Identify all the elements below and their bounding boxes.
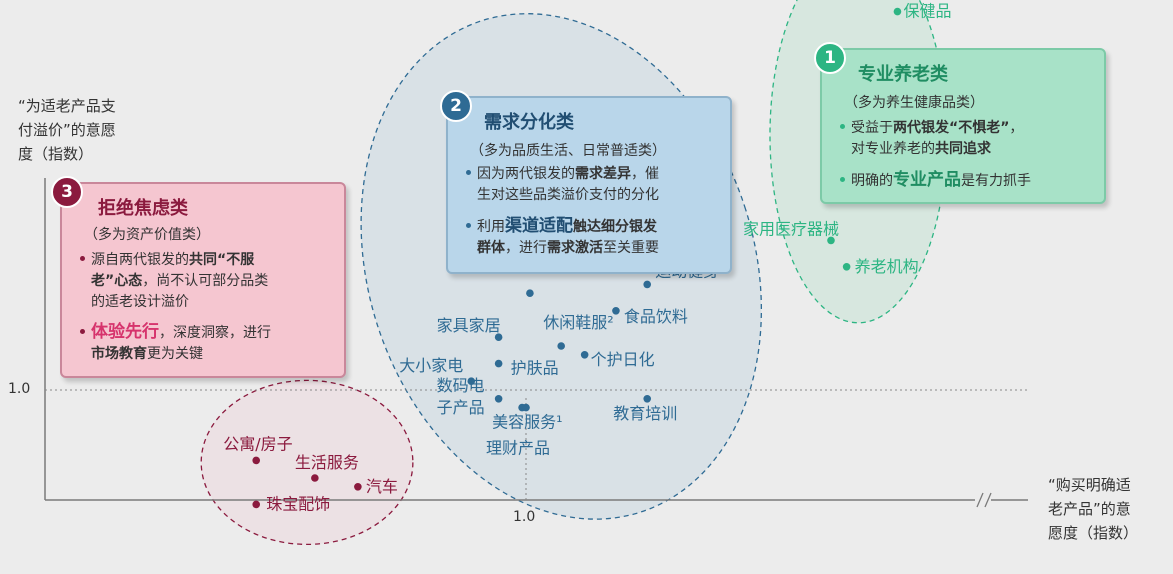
text: 利用 — [477, 219, 505, 235]
text: 的适老设计溢价 — [91, 294, 189, 310]
point-label: 食品饮料 — [624, 307, 688, 326]
point-公寓/房子 — [252, 456, 261, 465]
panel-demand-split-bullet-1: 因为两代银发的需求差异，催 生对这些品类溢价支付的分化 — [466, 164, 659, 206]
point-label: 公寓/房子 — [223, 434, 292, 453]
text: 共同“不服 — [189, 252, 255, 268]
point-label: 个护日化 — [591, 350, 655, 369]
point-label: 理财产品 — [486, 439, 550, 458]
point-label: 保健品 — [903, 2, 951, 21]
panel-refuse-anxiety: 拒绝焦虑类 （多为资产价值类） 源自两代银发的共同“不服 老”心态，尚不认可部分… — [60, 182, 346, 378]
text: 市场教育 — [91, 346, 147, 362]
point-运动健身³ — [643, 280, 652, 289]
text: 生对这些品类溢价支付的分化 — [477, 187, 659, 203]
text: 需求激活 — [547, 240, 603, 256]
bullet-dot — [80, 255, 85, 261]
panel-professional-elderly-subtitle: （多为养生健康品类） — [844, 95, 984, 111]
x-axis-title: “购买明确适 老产品”的意 愿度（指数） — [1048, 476, 1139, 542]
axis-break-mark — [984, 492, 992, 508]
point-数码电子产品 — [494, 395, 503, 403]
point-label: 家具家居 — [437, 316, 501, 335]
bullet-dot — [80, 328, 85, 334]
bullet-dot — [840, 176, 845, 182]
panel-demand-split-subtitle: （多为品质生活、日常普适类） — [470, 143, 666, 159]
text: 需求差异 — [575, 166, 631, 182]
point-label: 珠宝配饰 — [266, 494, 330, 513]
text: 老”心态 — [91, 273, 143, 289]
text: 对专业养老的 — [851, 141, 935, 157]
text: ，催 — [631, 166, 659, 182]
panel-refuse-anxiety-subtitle: （多为资产价值类） — [84, 227, 210, 243]
point-label: 护肤品 — [511, 359, 559, 378]
text: 渠道适配 — [505, 216, 573, 236]
point-label: 数码电子产品 — [437, 376, 485, 417]
panel-professional-elderly-bullet-2: 明确的专业产品是有力抓手 — [840, 170, 1031, 192]
panel-refuse-anxiety-bullet-2: 体验先行，深度洞察，进行 市场教育更为关键 — [80, 322, 271, 365]
panel-refuse-anxiety-bullet-1: 源自两代银发的共同“不服 老”心态，尚不认可部分品类 的适老设计溢价 — [80, 250, 268, 313]
text: 专业产品 — [893, 170, 961, 190]
bullet-dot — [466, 169, 471, 175]
panel-demand-split-number: 2 — [440, 90, 472, 122]
panel-professional-elderly-number: 1 — [814, 42, 846, 74]
point-个护日化 — [580, 351, 589, 359]
point-理财产品 — [522, 403, 530, 412]
point-生鲜有机 — [526, 289, 534, 298]
bullet-dot — [466, 222, 471, 228]
text: ，尚不认可部分品类 — [142, 273, 269, 289]
text: ，深度洞察，进行 — [159, 325, 271, 341]
point-label: 养老机构 — [855, 257, 919, 276]
panel-demand-split-bullet-2: 利用渠道适配触达细分银发 群体，进行需求激活至关重要 — [466, 216, 659, 259]
y-axis-title: “为适老产品支 付溢价”的意愿 度（指数） — [18, 97, 116, 163]
text: 体验先行 — [91, 322, 159, 342]
text: 因为两代银发的 — [477, 166, 575, 182]
point-珠宝配饰 — [252, 500, 261, 509]
y-tick-label: 1.0 — [8, 381, 31, 397]
text: 受益于 — [851, 120, 893, 136]
panel-demand-split-title: 需求分化类 — [484, 112, 574, 133]
x-tick-label: 1.0 — [513, 509, 536, 525]
bullet-dot — [840, 123, 845, 129]
panel-refuse-anxiety-title: 拒绝焦虑类 — [98, 198, 188, 219]
axis-break-mark — [976, 492, 984, 508]
point-教育培训 — [643, 395, 652, 403]
text: 源自两代银发的 — [91, 252, 189, 268]
point-label: 汽车 — [366, 477, 398, 496]
text: 明确的 — [851, 173, 893, 189]
text: 共同追求 — [935, 141, 991, 157]
point-label: 家用医疗器械 — [743, 219, 839, 238]
point-护肤品 — [494, 359, 503, 368]
point-保健品 — [893, 7, 902, 16]
point-label: 休闲鞋服² — [543, 313, 613, 332]
point-label: 生活服务 — [295, 453, 359, 472]
point-养老机构 — [842, 263, 851, 271]
point-label: 美容服务¹ — [492, 413, 562, 432]
text: ，进行 — [505, 240, 547, 256]
text: 两代银发“不惧老” — [893, 120, 1010, 136]
panel-professional-elderly-bullet-1: 受益于两代银发“不惧老”， 对专业养老的共同追求 — [840, 118, 1023, 160]
text: ， — [1009, 120, 1024, 136]
text: 更为关键 — [147, 346, 203, 362]
panel-professional-elderly: 专业养老类 （多为养生健康品类） 受益于两代银发“不惧老”， 对专业养老的共同追… — [820, 48, 1106, 204]
text: 群体 — [477, 240, 505, 256]
panel-professional-elderly-title: 专业养老类 — [858, 64, 948, 85]
point-label: 教育培训 — [613, 404, 677, 423]
point-label: 大小家电 — [399, 356, 463, 375]
text: 是有力抓手 — [961, 173, 1031, 189]
panel-demand-split: 需求分化类 （多为品质生活、日常普适类） 因为两代银发的需求差异，催 生对这些品… — [446, 96, 732, 274]
point-食品饮料 — [612, 307, 620, 315]
text: 触达细分银发 — [573, 219, 657, 235]
point-休闲鞋服² — [557, 342, 565, 350]
panel-refuse-anxiety-number: 3 — [51, 176, 83, 208]
point-汽车 — [354, 483, 362, 491]
point-家用医疗器械 — [827, 236, 835, 245]
point-大小家电 — [467, 377, 476, 386]
point-家具家居 — [494, 333, 503, 342]
point-生活服务 — [311, 474, 319, 482]
text: 至关重要 — [603, 240, 659, 256]
